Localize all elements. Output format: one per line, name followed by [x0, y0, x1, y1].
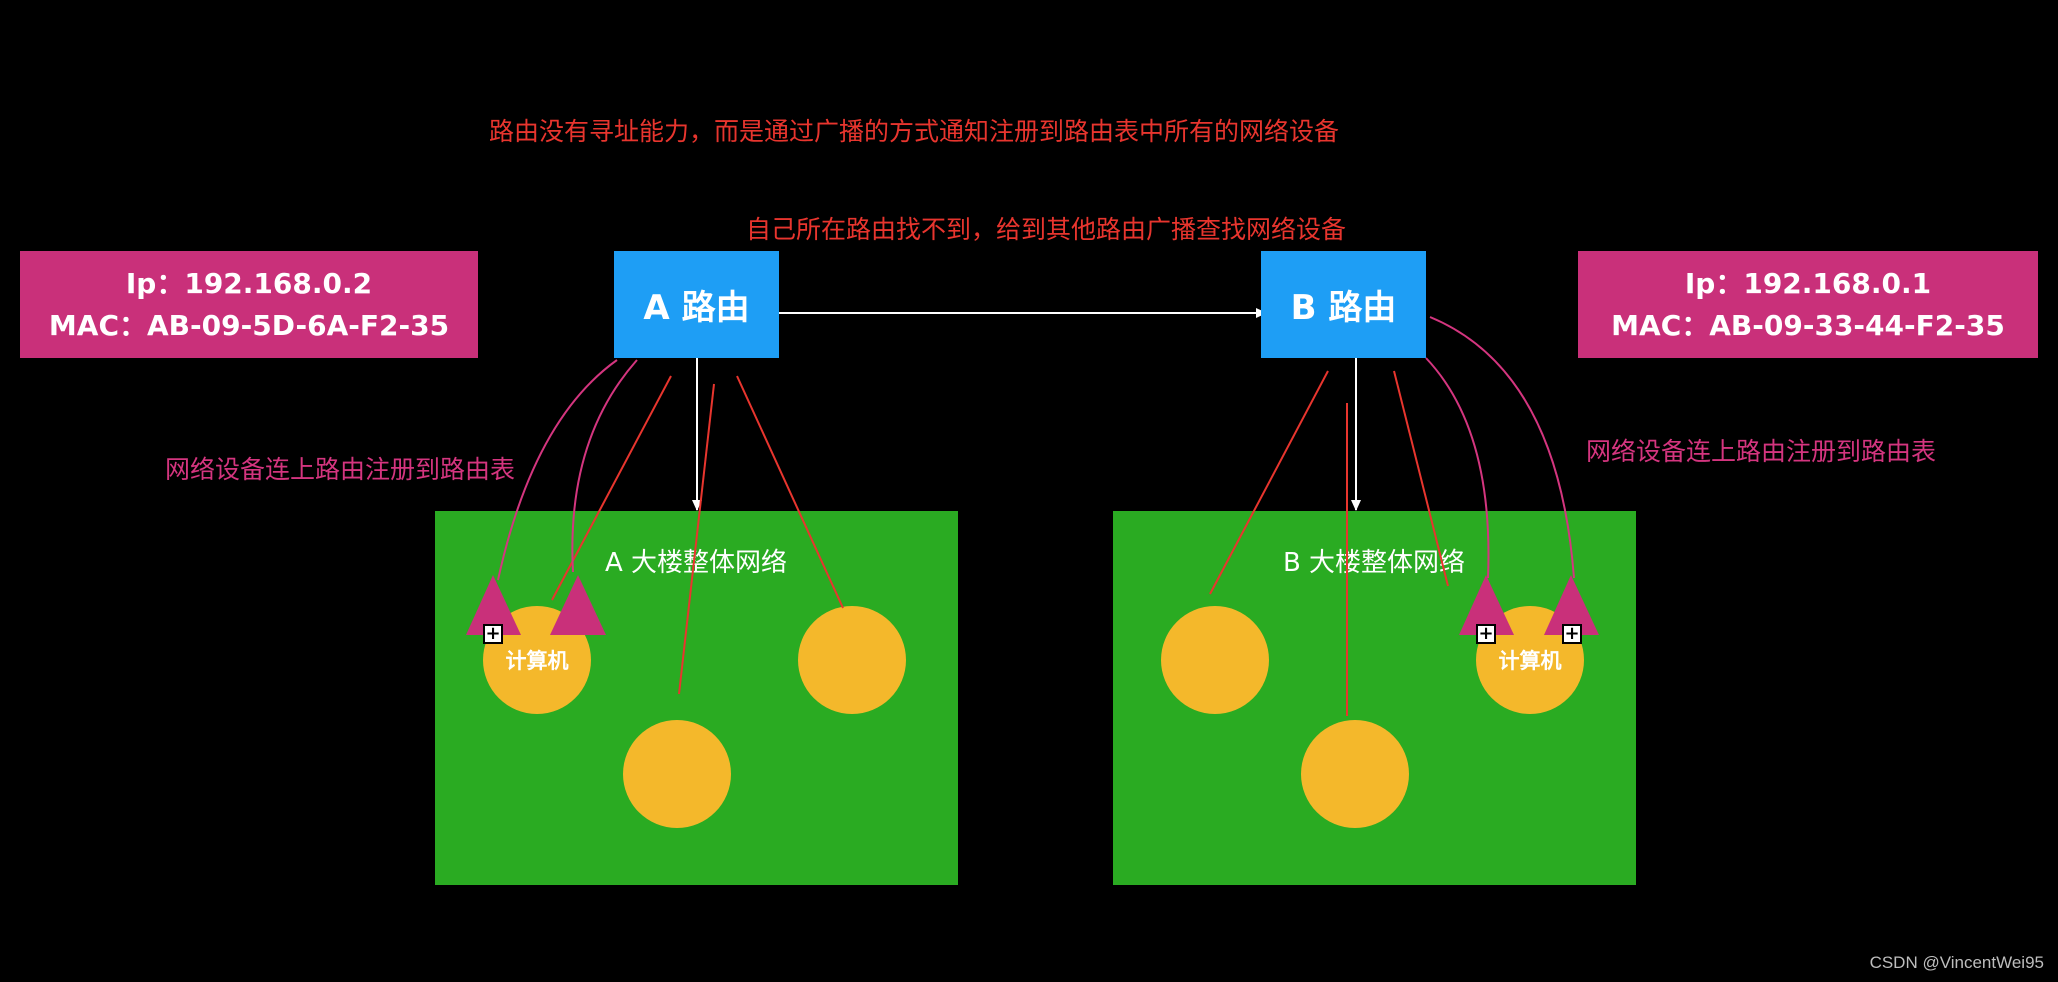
register-curve-b1 — [1425, 357, 1490, 579]
device-a-info-box: Ip：192.168.0.2 MAC：AB-09-5D-6A-F2-35 — [20, 251, 478, 358]
building-a-title: A 大楼整体网络 — [604, 548, 788, 578]
watermark: CSDN @VincentWei95 — [1869, 953, 2044, 972]
broadcast-line-a1 — [551, 375, 672, 601]
computer-a3 — [623, 720, 731, 828]
caption-top: 路由没有寻址能力，而是通过广播的方式通知注册到路由表中所有的网络设备 — [488, 117, 1340, 146]
device-a-ip: Ip：192.168.0.2 — [125, 266, 373, 300]
router-a-label: A 路由 — [643, 288, 750, 328]
register-curve-b2 — [1429, 316, 1575, 579]
computer-b2 — [1301, 720, 1409, 828]
broadcast-line-a2 — [678, 383, 715, 695]
computer-a1-label: 计算机 — [505, 649, 569, 673]
caption-second: 自己所在路由找不到，给到其他路由广播查找网络设备 — [745, 215, 1347, 244]
device-a-mac: MAC：AB-09-5D-6A-F2-35 — [48, 308, 450, 342]
computer-b1 — [1161, 606, 1269, 714]
register-curve-a2 — [571, 359, 638, 573]
device-b2-plus-icon: + — [1562, 624, 1582, 644]
note-right: 网络设备连上路由注册到路由表 — [1586, 437, 1937, 466]
building-b-title: B 大楼整体网络 — [1282, 548, 1466, 578]
device-a-plus-icon: + — [483, 624, 503, 644]
note-left: 网络设备连上路由注册到路由表 — [165, 455, 516, 484]
router-b-label: B 路由 — [1290, 288, 1397, 328]
broadcast-line-b1 — [1209, 370, 1329, 595]
computer-a2 — [798, 606, 906, 714]
device-triangle-b1 — [1459, 575, 1514, 635]
router-a: A 路由 — [614, 251, 779, 358]
device-b-ip: Ip：192.168.0.1 — [1684, 266, 1932, 300]
router-b: B 路由 — [1261, 251, 1426, 358]
device-b-info-box: Ip：192.168.0.1 MAC：AB-09-33-44-F2-35 — [1578, 251, 2038, 358]
register-curve-a1 — [497, 359, 618, 581]
broadcast-line-a3 — [736, 375, 844, 609]
device-b1-plus-icon: + — [1476, 624, 1496, 644]
device-triangle-a1 — [466, 575, 521, 635]
broadcast-line-b3 — [1393, 370, 1449, 587]
device-triangle-a2 — [550, 575, 606, 635]
device-triangle-b2 — [1544, 575, 1599, 635]
device-b-mac: MAC：AB-09-33-44-F2-35 — [1611, 308, 2005, 342]
computer-b3-label: 计算机 — [1498, 649, 1562, 673]
